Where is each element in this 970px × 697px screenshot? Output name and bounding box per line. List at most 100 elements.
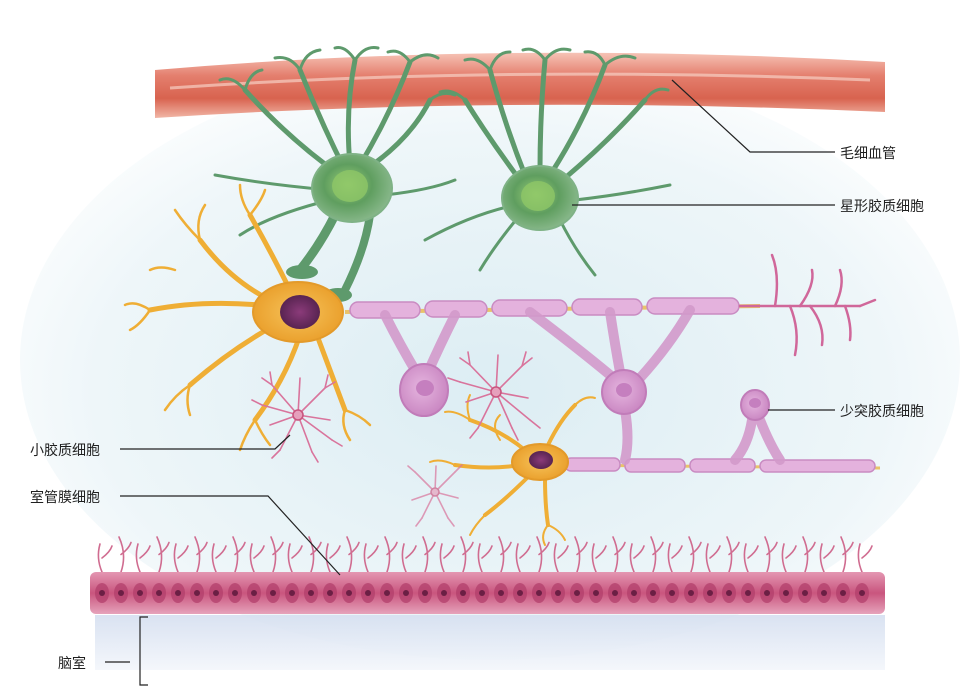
ependymal-nucleus [175,590,181,596]
ependymal-nucleus [289,590,295,596]
ependymal-nucleus [403,590,409,596]
label-microglia: 小胶质细胞 [30,443,100,459]
ependymal-nucleus [213,590,219,596]
ependymal-nucleus [137,590,143,596]
ependymal-cilium [819,543,835,573]
ependymal-nucleus [802,590,808,596]
ependymal-cilium [173,543,189,573]
ependymal-cilia [97,536,873,573]
ependymal-cilium [591,543,607,573]
ependymal-nucleus [840,590,846,596]
ependymal-cilium [553,543,569,573]
ependymal-cilium [439,543,455,573]
ependymal-cilium [515,543,531,573]
ependymal-nucleus [270,590,276,596]
label-ventricle: 脑室 [58,656,86,672]
ependymal-nucleus [555,590,561,596]
microglia-2 [447,351,541,441]
leader-ependymal [120,495,341,576]
ventricle [95,615,885,670]
ependymal-nucleus [384,590,390,596]
oligodendrocyte-processes [380,305,785,465]
ependymal-nucleus [764,590,770,596]
ependymal-nucleus [441,590,447,596]
ependymal-cilium [422,536,436,573]
tissue-background [20,60,960,660]
ependymal-cilium [705,543,721,573]
microglia-1 [251,371,343,463]
microglia-cells [251,351,541,527]
ependymal-nucleus [422,590,428,596]
astrocyte-2 [423,47,672,277]
leader-capillary [671,79,835,153]
ependymal-nucleus [251,590,257,596]
ependymal-cilium [401,543,417,573]
ependymal-nucleus [574,590,580,596]
neuron-1 [123,183,372,452]
ependymal-nucleus [308,590,314,596]
ependymal-nucleus [118,590,124,596]
ependymal-cilium [688,536,702,573]
ependymal-nucleus [498,590,504,596]
ependymal-cilium [650,536,664,573]
ependymal-cilium [211,543,227,573]
oligodendrocyte-cells [399,363,770,421]
ependymal-cilium [384,536,398,573]
ependymal-nucleus [517,590,523,596]
ependymal-cilium [840,536,854,573]
ependymal-cilium [270,536,284,573]
ependymal-nucleus [346,590,352,596]
microglia-3 [407,464,463,527]
ependymal-cilium [325,543,341,573]
ependymal-cilium [156,536,170,573]
ependymal-cilium [135,543,151,573]
ependymal-cilium [743,543,759,573]
ependymal-nucleus [745,590,751,596]
ependymal-nucleus [612,590,618,596]
leader-lines [105,79,835,686]
ependymal-cilium [764,536,778,573]
ependymal-nucleus [821,590,827,596]
ependymal-cilium [363,543,379,573]
ependymal-nucleus [783,590,789,596]
ependymal-nucleus [688,590,694,596]
capillary [155,52,885,118]
ependymal-cilium [802,536,816,573]
ependymal-nucleus [707,590,713,596]
axon-terminals [738,253,877,357]
ependymal-nucleus [593,590,599,596]
ependymal-nucleus [859,590,865,596]
ependymal-cilium [667,543,683,573]
ependymal-cilium [308,536,322,573]
ependymal-cilium [460,536,474,573]
label-capillary: 毛细血管 [840,146,896,162]
ependymal-nucleus [631,590,637,596]
ependymal-cilium [498,536,512,573]
ependymal-cilium [857,543,873,573]
leader-microglia [120,434,291,450]
ependymal-nucleus [460,590,466,596]
ependymal-cilium [118,536,132,573]
ependymal-nucleus [536,590,542,596]
ependymal-cilium [346,536,360,573]
ependymal-nucleus [726,590,732,596]
ependymal-cilium [781,543,797,573]
ependymal-nucleus [327,590,333,596]
ependymal-nucleus [232,590,238,596]
ependymal-cilium [629,543,645,573]
ependymal-nucleus [365,590,371,596]
ependymal-nucleus [650,590,656,596]
ependymal-layer [90,536,885,614]
ependymal-cilium [194,536,208,573]
ependymal-cilium [249,543,265,573]
ependymal-cilium [287,543,303,573]
ependymal-cilium [536,536,550,573]
ependymal-cilium [97,543,113,573]
leader-ventricle [105,616,148,686]
label-oligodendrocyte: 少突胶质细胞 [840,404,924,420]
ependymal-cilium [477,543,493,573]
ependymal-cilium [574,536,588,573]
ependymal-nucleus [156,590,162,596]
